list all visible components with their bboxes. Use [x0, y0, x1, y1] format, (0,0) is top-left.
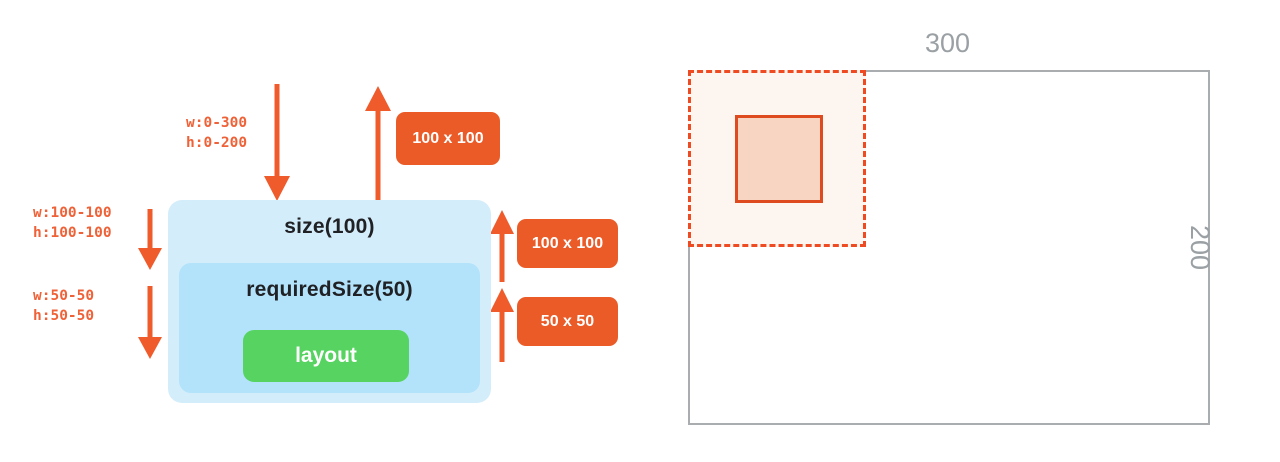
outer-constraint-height: h:100-100	[33, 225, 112, 241]
incoming-constraint-label: w:0-300 h:0-200	[186, 113, 247, 153]
layout-button[interactable]: layout	[243, 330, 409, 382]
incoming-constraint-height: h:0-200	[186, 135, 248, 151]
badge-reported-size-outer-top: 100 x 100	[396, 112, 500, 165]
outer-size-arrow-up-icon	[488, 210, 516, 282]
incoming-constraint-width: w:0-300	[186, 115, 248, 131]
size-box-label: size(100)	[284, 215, 375, 238]
incoming-constraint-arrow-down-icon	[262, 84, 292, 202]
inner-constraint-label: w:50-50 h:50-50	[33, 286, 94, 326]
outer-constraint-label: w:100-100 h:100-100	[33, 203, 112, 243]
outer-constraint-arrow-down-icon	[136, 209, 164, 271]
inner-constraint-width: w:50-50	[33, 288, 95, 304]
inner-size-arrow-up-icon	[488, 288, 516, 362]
inner-constraint-height: h:50-50	[33, 308, 95, 324]
required-size-box-label: requiredSize(50)	[246, 278, 413, 301]
inner-constraint-arrow-down-icon	[136, 286, 164, 360]
viewport-height-label: 200	[1185, 225, 1215, 271]
viewport-width-label: 300	[925, 28, 971, 58]
required-size-region-solid	[735, 115, 823, 203]
badge-reported-size-outer: 100 x 100	[517, 219, 618, 268]
outgoing-size-arrow-up-icon	[363, 86, 393, 203]
outer-constraint-width: w:100-100	[33, 205, 112, 221]
badge-reported-size-inner: 50 x 50	[517, 297, 618, 346]
